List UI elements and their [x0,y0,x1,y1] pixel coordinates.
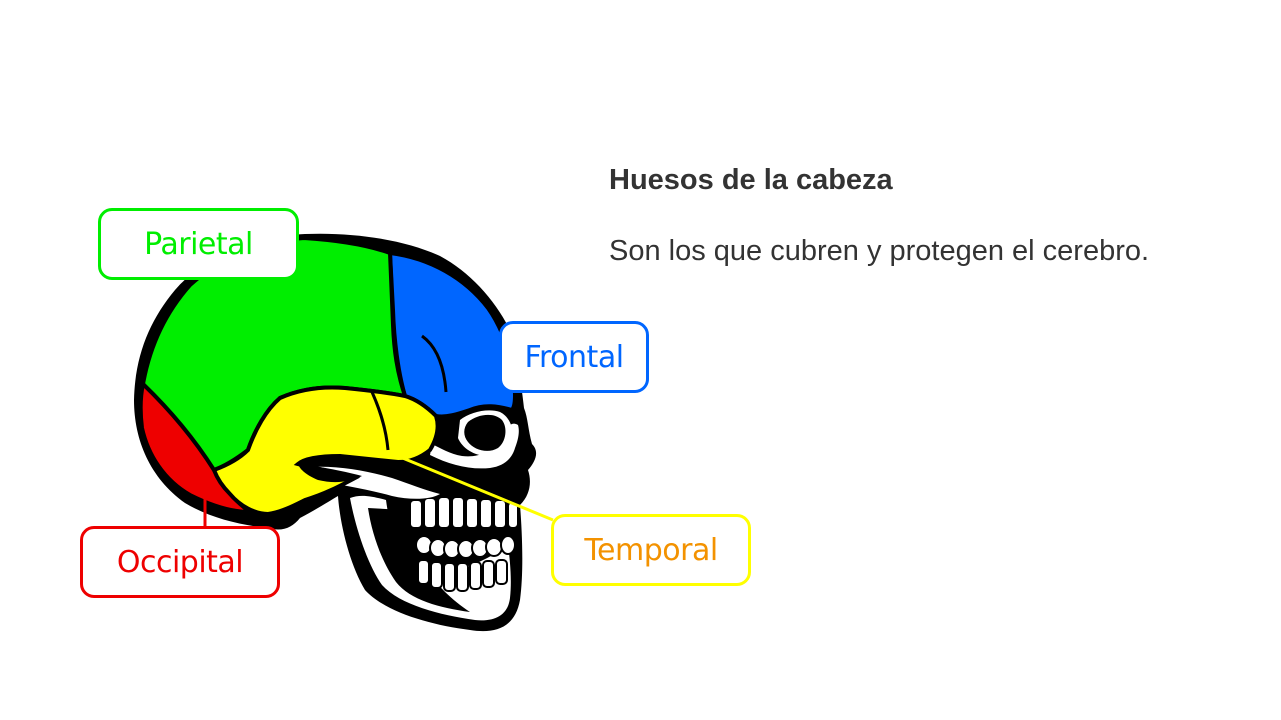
lower-teeth [417,559,508,592]
frontal-suture [421,334,448,393]
parietal-label: Parietal [98,208,299,280]
occipital-bone [138,380,257,515]
slide-description: Son los que cubren y protegen el cerebro… [609,235,1150,267]
mastoid-process [298,464,362,483]
temporal-label: Temporal [551,514,751,586]
temporal-suture [370,391,390,451]
maxilla-area [430,423,519,469]
slide-title: Huesos de la cabeza [609,164,893,196]
teeth-crowns [415,535,516,559]
upper-teeth [409,496,519,529]
temporal-leader [387,450,554,522]
occipital-label: Occipital [80,526,280,598]
eye-socket [464,414,506,451]
frontal-label: Frontal [499,321,649,393]
frontal-bone [387,250,517,419]
